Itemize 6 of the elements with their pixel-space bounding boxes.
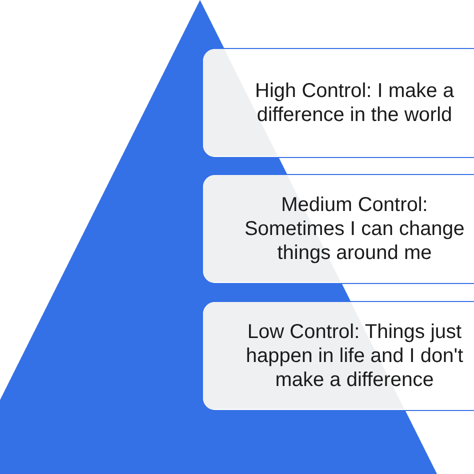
level-card — [202, 174, 474, 284]
level-description: Low Control: Things just happen in life and I don't make a difference — [244, 320, 464, 392]
level-card — [202, 48, 474, 158]
level-card — [202, 301, 474, 411]
level-description: High Control: I make a difference in the world — [254, 79, 455, 127]
level-description: Medium Control: Sometimes I can change things around me — [243, 193, 466, 265]
